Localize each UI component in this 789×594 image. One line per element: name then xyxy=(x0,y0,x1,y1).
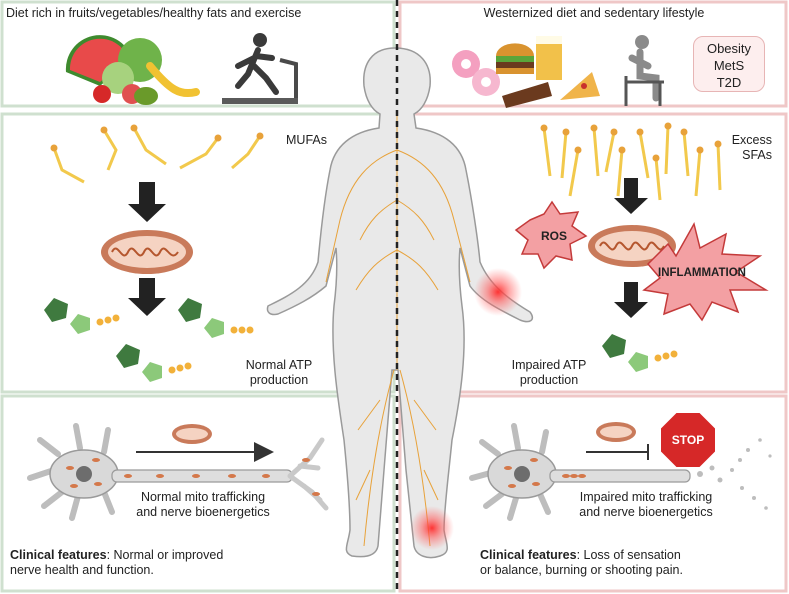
blocked-arrow xyxy=(586,444,649,460)
mufa-label: MUFAs xyxy=(286,133,327,147)
neuron-right xyxy=(469,423,772,521)
human-body-figure xyxy=(266,47,534,559)
normal-mito-line-2: and nerve bioenergetics xyxy=(136,505,270,519)
badge-mets: MetS xyxy=(713,58,745,73)
left-clinical-text-1: : Normal or improved xyxy=(106,548,224,562)
normal-atp-label: Normal ATP production xyxy=(224,358,334,388)
normal-mito-label: Normal mito trafficking and nerve bioene… xyxy=(108,490,298,520)
impaired-atp-line-2: production xyxy=(519,373,579,387)
normal-atp-line-2: production xyxy=(249,373,309,387)
healthy-food-icon xyxy=(65,35,200,105)
mitochondrion-left xyxy=(101,230,193,274)
small-mitochondrion-left xyxy=(172,424,212,444)
right-header: Westernized diet and sedentary lifestyle xyxy=(483,6,705,20)
ros-burst xyxy=(514,200,588,270)
atp-molecules-left xyxy=(44,298,254,382)
neuron-left xyxy=(27,423,329,521)
junk-food-icon xyxy=(452,36,600,108)
stop-sign-icon xyxy=(659,411,717,469)
impaired-mito-line-2: and nerve bioenergetics xyxy=(579,505,713,519)
sfa-lipids xyxy=(542,125,722,201)
left-clinical-bold: Clinical features xyxy=(10,548,107,562)
left-clinical-features: Clinical features: Normal or improved ne… xyxy=(10,548,390,578)
impaired-mito-line-1: Impaired mito trafficking xyxy=(579,490,713,504)
impaired-atp-label: Impaired ATP production xyxy=(494,358,604,388)
impaired-mito-label: Impaired mito trafficking and nerve bioe… xyxy=(548,490,744,520)
badge-t2d: T2D xyxy=(716,75,742,90)
sitting-person-icon xyxy=(624,35,664,106)
right-clinical-bold: Clinical features xyxy=(480,548,577,562)
down-arrow-2 xyxy=(128,278,166,316)
normal-atp-line-1: Normal ATP xyxy=(245,358,313,372)
small-mitochondrion-right xyxy=(596,422,636,442)
sfa-label-line-1: Excess xyxy=(731,133,772,147)
badge-obesity: Obesity xyxy=(706,41,752,56)
sfa-label-line-2: SFAs xyxy=(742,148,772,162)
right-clinical-features: Clinical features: Loss of sensation or … xyxy=(480,548,780,578)
sfa-label: Excess SFAs xyxy=(700,133,772,163)
normal-mito-line-1: Normal mito trafficking xyxy=(140,490,266,504)
running-treadmill-icon xyxy=(222,33,298,104)
atp-molecule-right xyxy=(602,334,678,372)
stop-label: STOP xyxy=(671,433,705,447)
inflammation-label: INFLAMMATION xyxy=(658,267,746,279)
impaired-atp-line-1: Impaired ATP xyxy=(511,358,587,372)
down-arrow-1 xyxy=(128,182,166,222)
inflammation-burst xyxy=(642,221,769,322)
condition-badge: Obesity MetS T2D xyxy=(693,36,765,92)
mitochondrion-right xyxy=(588,225,676,267)
ros-label: ROS xyxy=(540,229,567,243)
right-clinical-text-1: : Loss of sensation xyxy=(576,548,681,562)
down-arrow-3 xyxy=(614,178,648,214)
down-arrow-4 xyxy=(614,282,648,318)
left-header: Diet rich in fruits/vegetables/healthy f… xyxy=(6,6,302,20)
right-clinical-text-2: or balance, burning or shooting pain. xyxy=(480,563,683,577)
left-clinical-text-2: nerve health and function. xyxy=(10,563,154,577)
mufa-lipids xyxy=(52,127,262,184)
